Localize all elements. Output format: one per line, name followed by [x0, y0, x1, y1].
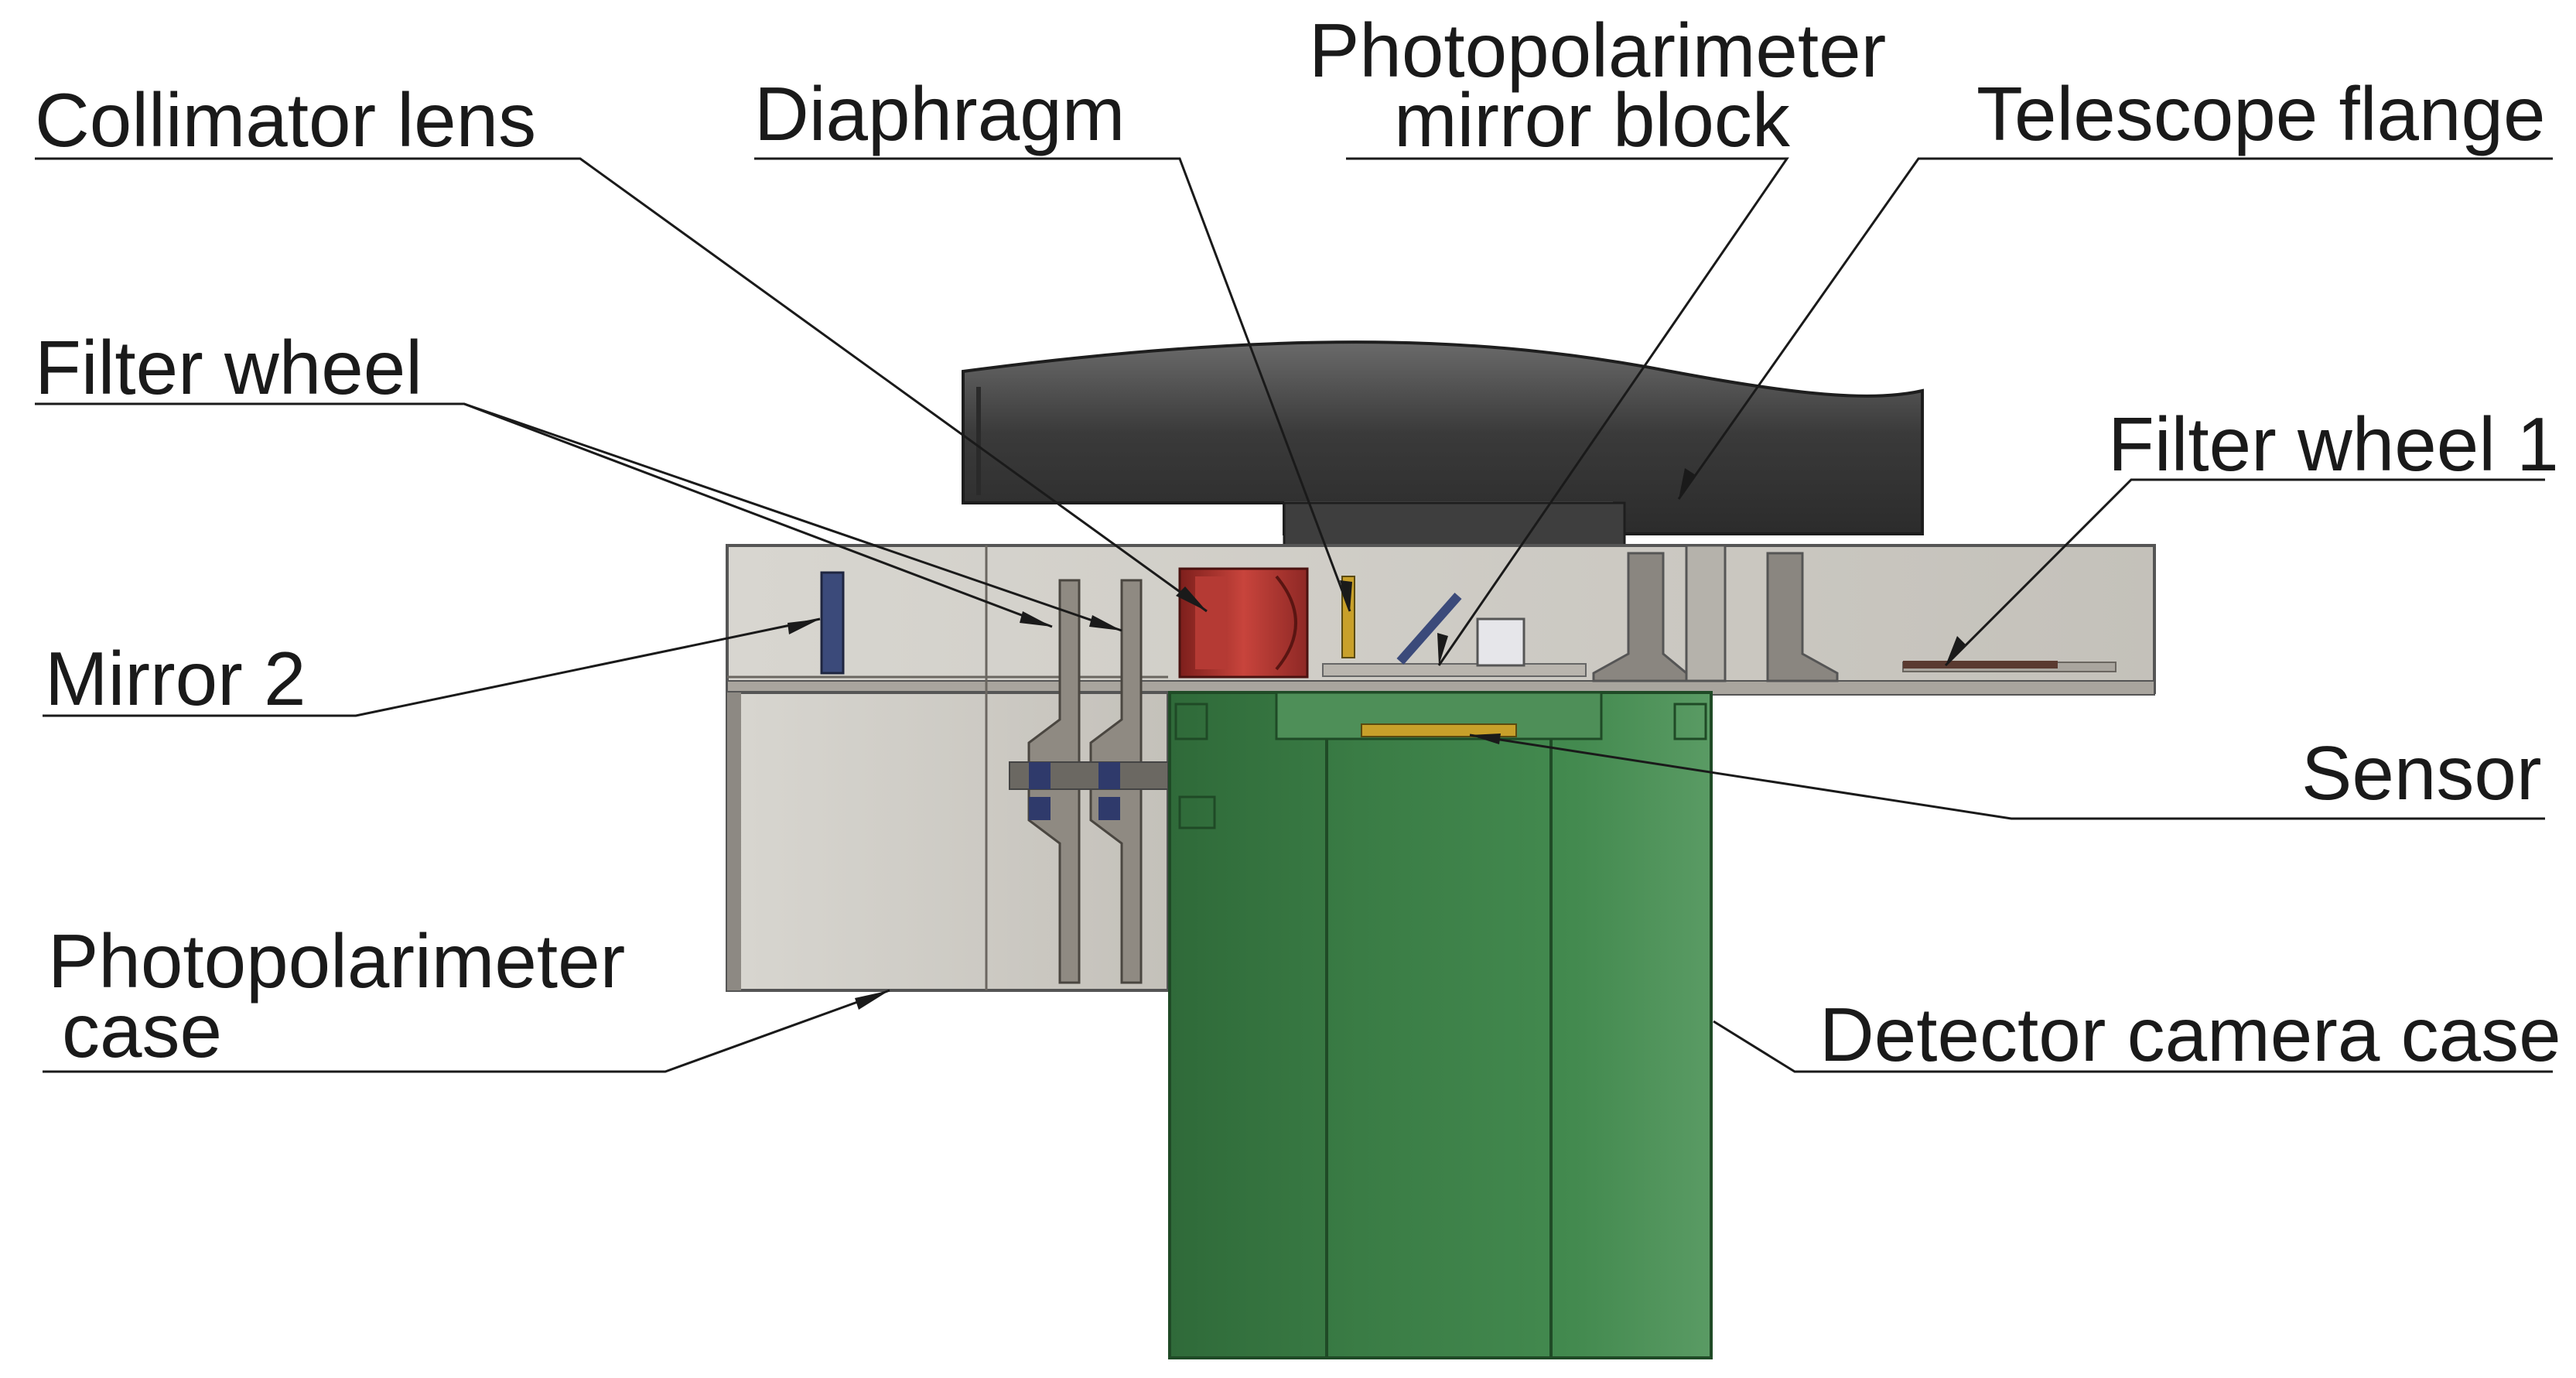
mirror-2-element [820, 571, 845, 675]
label-filter-wheel: Filter wheel [35, 325, 423, 410]
sensor-element [1361, 723, 1517, 737]
filter-wheel-1-element [1903, 661, 2058, 668]
leader-arrowheads [787, 468, 1966, 1010]
label-photopolarimeter-case-line1: Photopolarimeter [48, 918, 626, 1004]
label-mirror-block-line1: Photopolarimeter [1309, 8, 1887, 93]
detector-camera-case [1168, 691, 1713, 1359]
label-sensor: Sensor [2301, 730, 2542, 816]
collimator-lens-element [1178, 567, 1309, 679]
filter-wheel-discs [1009, 579, 1169, 984]
label-mirror-2: Mirror 2 [45, 636, 306, 721]
label-detector-camera-case: Detector camera case [1819, 992, 2561, 1077]
telescope-flange [962, 340, 1924, 555]
label-photopolarimeter-case-line2: case [62, 988, 223, 1073]
leader-lines [35, 157, 2553, 1073]
label-diaphragm: Diaphragm [754, 71, 1126, 156]
label-mirror-block-line2: mirror block [1394, 77, 1790, 162]
label-filter-wheel-1: Filter wheel 1 [2108, 402, 2559, 487]
mirror-block-element [1396, 593, 1462, 665]
label-collimator-lens: Collimator lens [35, 77, 537, 162]
label-telescope-flange: Telescope flange [1976, 71, 2546, 156]
